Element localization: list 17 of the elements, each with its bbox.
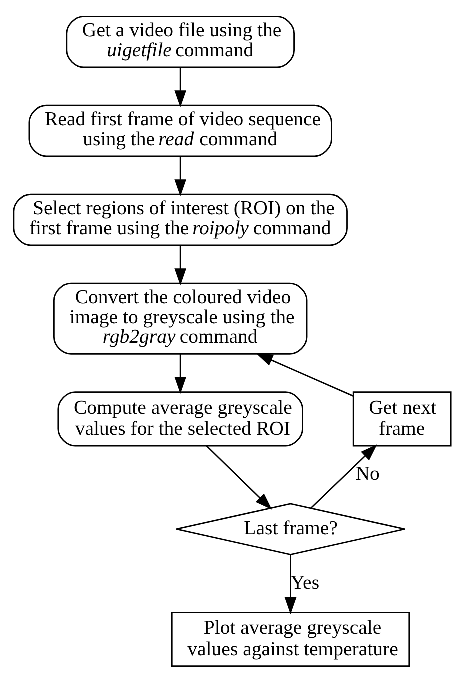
node-diamond: Last frame? — [176, 502, 406, 555]
node-box: Get a video file using the uigetfile command — [66, 15, 295, 68]
arrow — [174, 245, 187, 286]
node-box: Read first frame of video sequence using the read command — [28, 104, 332, 157]
node-box: Compute average greyscale values for the selected ROI — [58, 391, 304, 446]
arrow — [174, 354, 187, 394]
edge-label: No — [356, 462, 380, 485]
arrow — [174, 67, 187, 108]
arrow — [174, 156, 187, 196]
node-box: Plot average greyscale values against temperature — [171, 611, 410, 667]
arrow — [256, 353, 354, 396]
node-box: Select regions of interest (ROI) on the first frame using the roipoly command — [13, 193, 348, 246]
arrow — [284, 554, 297, 614]
node-box: Convert the coloured video image to greyscale using the rgb2gray command — [53, 282, 308, 354]
arrow — [310, 444, 378, 508]
arrow — [206, 445, 272, 510]
node-box: Get next frame — [352, 391, 452, 446]
